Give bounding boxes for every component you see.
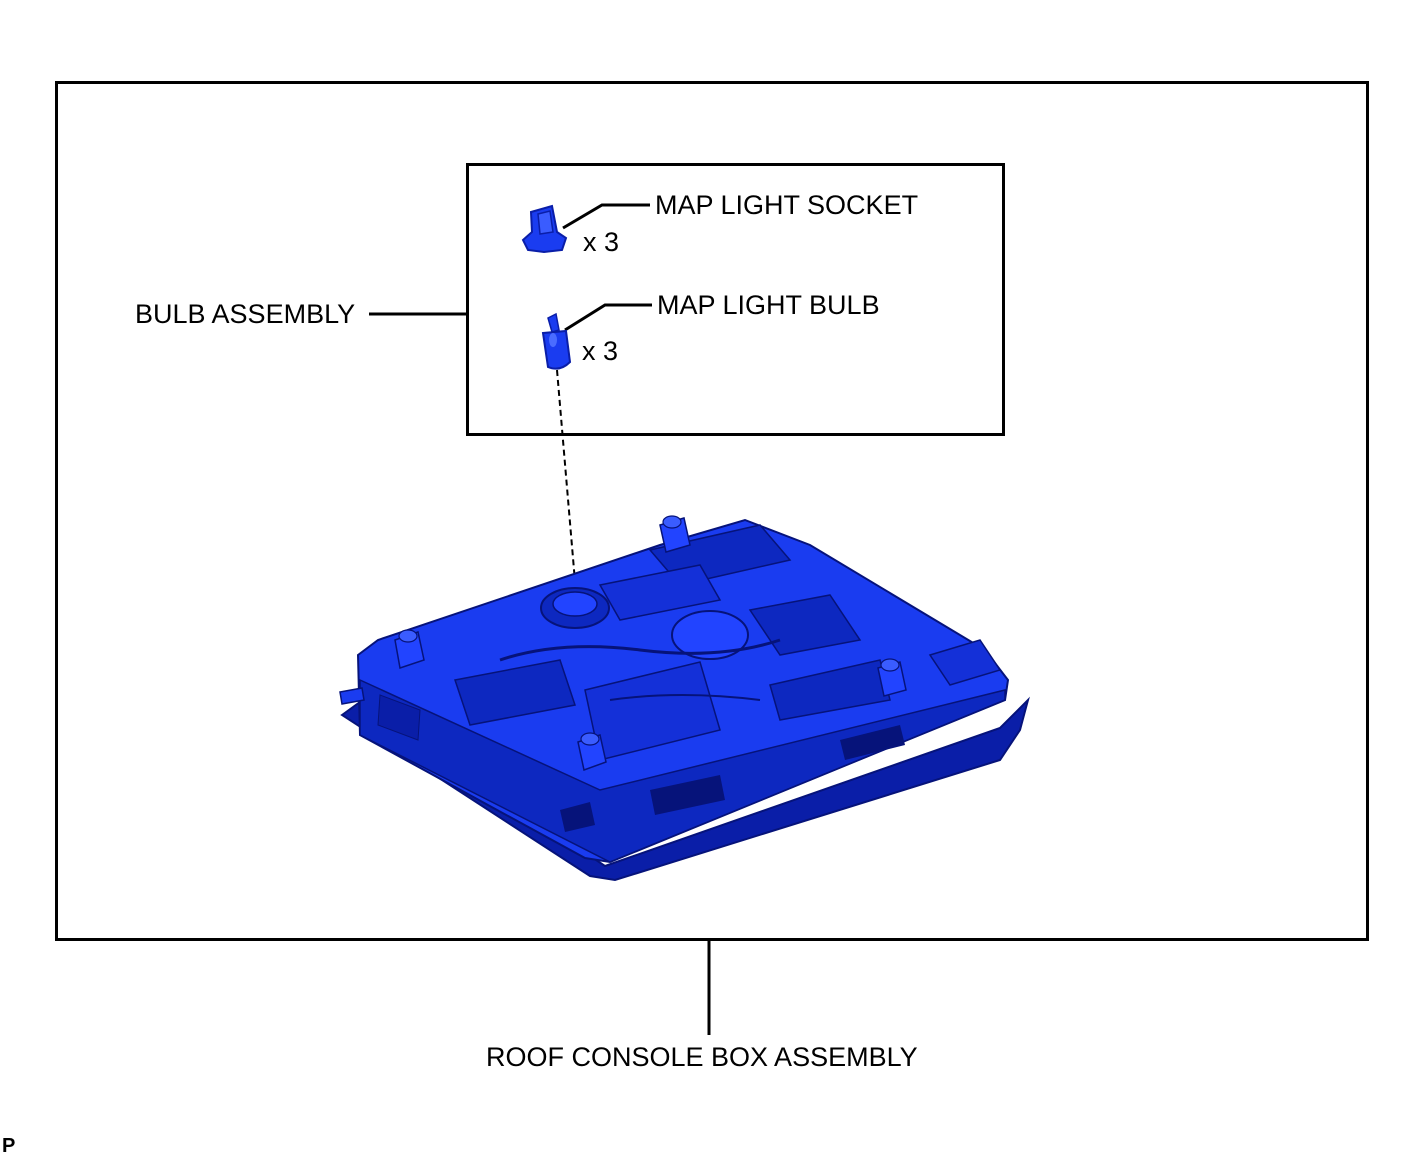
corner-mark: P xyxy=(2,1135,16,1157)
bulb-leader xyxy=(564,303,652,332)
bulb-assembly-frame xyxy=(466,163,1005,436)
map-light-bulb-icon xyxy=(541,312,572,370)
socket-quantity-label: x 3 xyxy=(583,227,620,257)
roof-console-box-label: ROOF CONSOLE BOX ASSEMBLY xyxy=(486,1042,918,1072)
bulb-quantity-label: x 3 xyxy=(582,336,619,366)
outer-frame xyxy=(55,81,1369,941)
map-light-bulb-label: MAP LIGHT BULB xyxy=(657,290,880,320)
map-light-socket-icon xyxy=(521,204,568,254)
roof-console-box-icon xyxy=(339,515,1030,882)
bulb-install-dashed-line xyxy=(556,369,578,606)
socket-leader xyxy=(562,203,650,230)
bulb-assembly-label: BULB ASSEMBLY xyxy=(135,299,356,329)
map-light-socket-label: MAP LIGHT SOCKET xyxy=(655,190,919,220)
